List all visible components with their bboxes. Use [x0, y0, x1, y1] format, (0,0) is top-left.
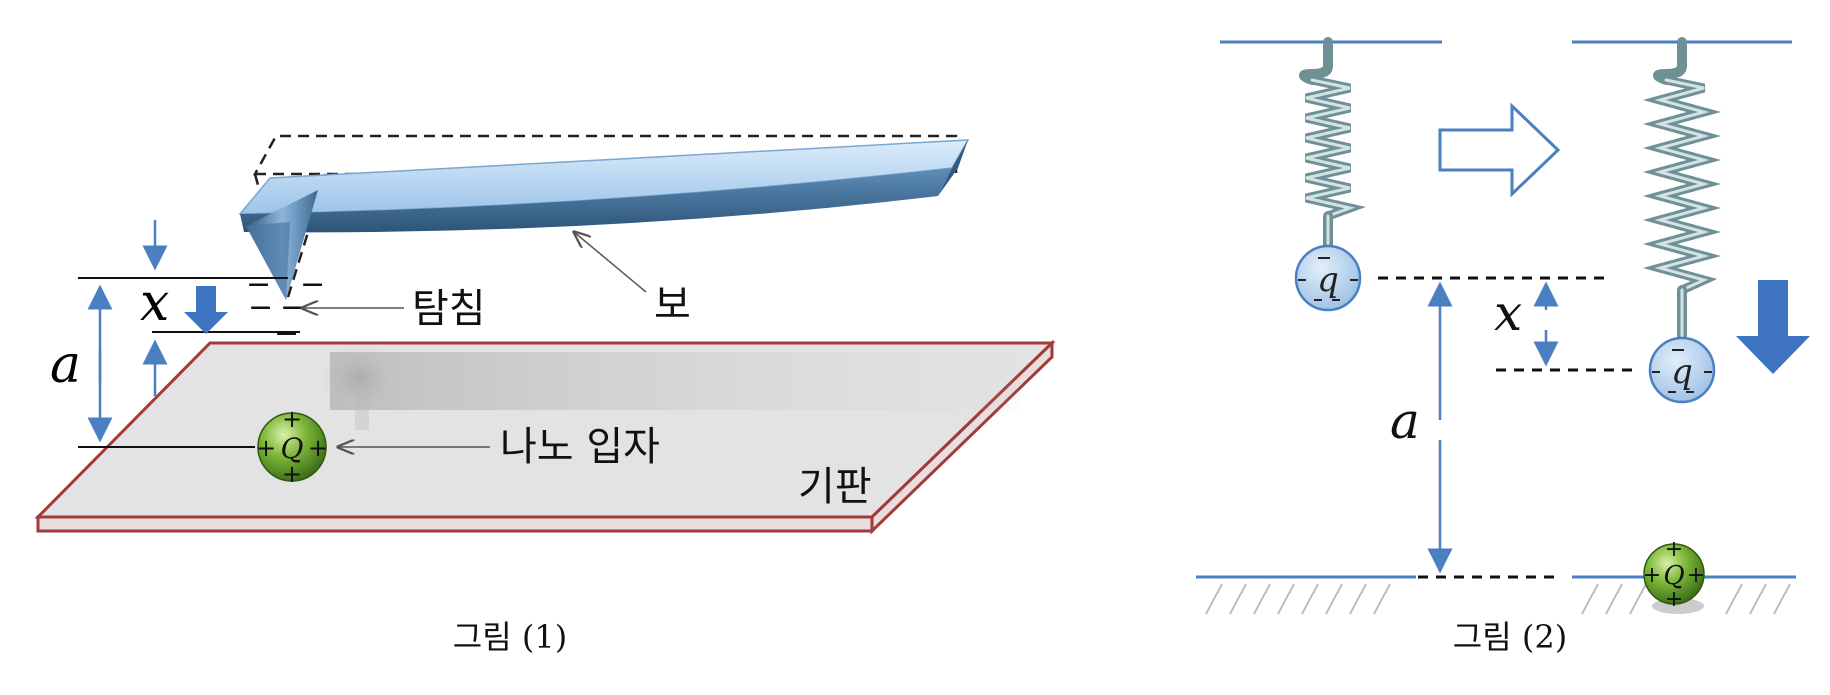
fig2-caption: 그림 (2)	[1453, 618, 1567, 656]
svg-text:+: +	[1665, 587, 1683, 612]
tip-charge-1: −	[246, 267, 271, 302]
svg-text:+: +	[1643, 563, 1661, 588]
tip-charge-2: −	[300, 267, 325, 302]
fig1-var-x: x	[140, 273, 169, 333]
fig2-displacement-arrow	[1736, 280, 1810, 374]
fig2-var-a: a	[1390, 392, 1420, 450]
spring-right	[1642, 37, 1722, 341]
cantilever-beam	[238, 139, 970, 233]
fig2-probe-charge-left: q	[1317, 260, 1339, 300]
fig1-var-a: a	[50, 335, 81, 395]
fig1-dimension-lines	[78, 277, 300, 448]
svg-text:+: +	[1687, 563, 1705, 588]
probe-tip	[246, 190, 318, 300]
fig2-probe-charge-right: q	[1671, 352, 1693, 392]
probe-charge-right: q	[1648, 336, 1716, 404]
tip-charges: − − − − −	[246, 267, 325, 351]
nano-particle: + + + + Q	[256, 405, 328, 488]
fig1-caption: 그림 (1)	[453, 618, 567, 656]
svg-text:+: +	[282, 460, 302, 488]
fig2-dashed-lines	[1378, 276, 1634, 579]
svg-text:+: +	[282, 405, 302, 433]
fig2-particle-charge: Q	[1663, 561, 1684, 591]
transition-arrow	[1438, 102, 1561, 198]
label-substrate: 기판	[798, 464, 872, 510]
fig2-nano-particle: + + + + Q	[1643, 537, 1705, 614]
svg-text:+: +	[308, 434, 328, 462]
fig1-particle-charge: Q	[281, 432, 304, 465]
label-particle: 나노 입자	[500, 424, 660, 470]
label-beam: 보	[654, 282, 691, 328]
label-tip: 탐침	[412, 286, 486, 332]
fig1-arrows	[87, 220, 168, 443]
fig1-leader-lines	[302, 232, 647, 447]
svg-text:+: +	[1665, 537, 1683, 562]
tip-charge-3: −	[248, 290, 273, 325]
spring-left	[1299, 37, 1366, 251]
fig1-displacement-arrow	[184, 286, 228, 334]
fig2-var-x: x	[1494, 284, 1522, 342]
ground	[1196, 575, 1796, 615]
figure-2: q q	[1196, 37, 1810, 656]
svg-text:+: +	[256, 434, 276, 462]
tip-charge-5: −	[274, 316, 299, 351]
fig2-arrows	[1427, 281, 1559, 574]
probe-charge-left: q	[1294, 244, 1362, 312]
figure-1: − − − − − x a + + +	[34, 134, 1056, 656]
